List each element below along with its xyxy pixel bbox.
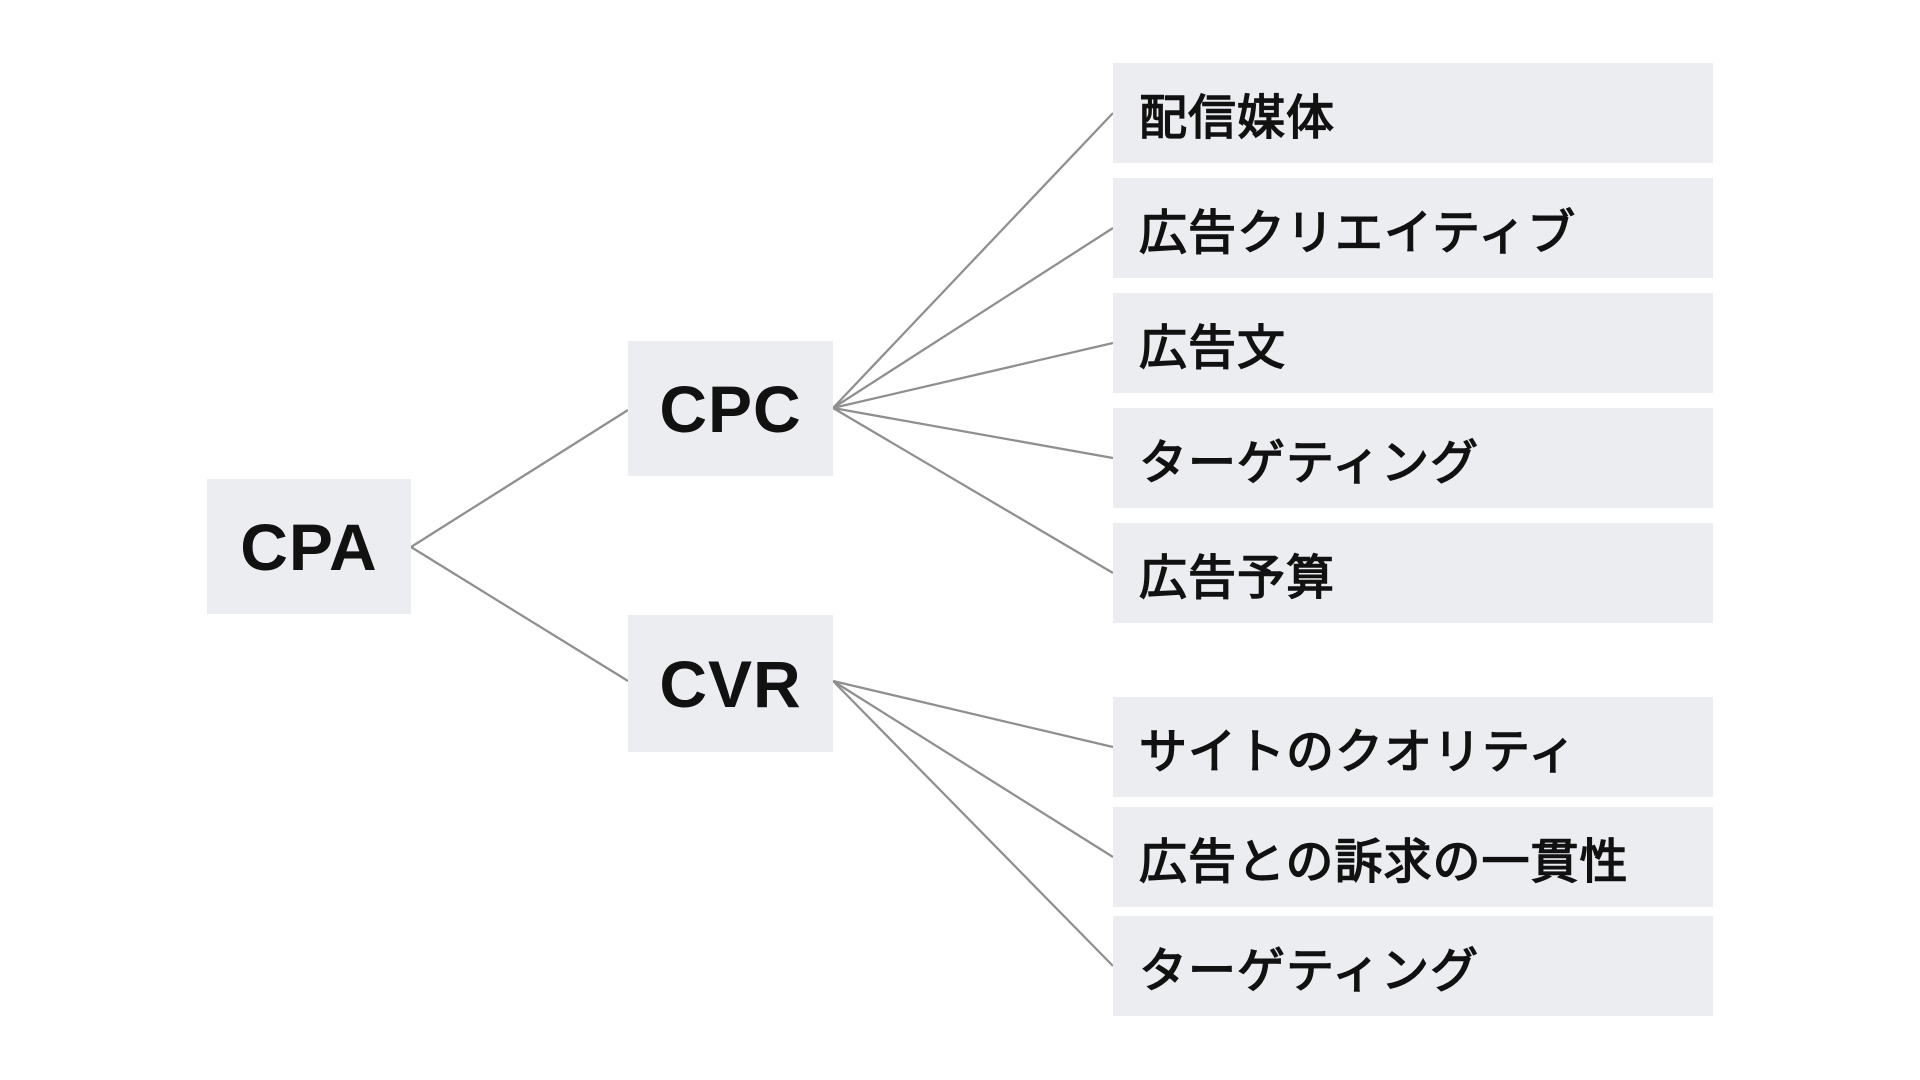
factor-cpc-ad-creative: 広告クリエイティブ [1113, 178, 1713, 278]
factor-cvr-targeting: ターゲティング [1113, 916, 1713, 1016]
factor-cpc-distribution-media: 配信媒体 [1113, 63, 1713, 163]
node-cpc: CPC [628, 341, 833, 476]
node-cpa: CPA [207, 479, 411, 614]
factor-cvr-ad-message-consistency: 広告との訴求の一貫性 [1113, 807, 1713, 907]
factor-cvr-site-quality: サイトのクオリティ [1113, 697, 1713, 797]
node-cvr: CVR [628, 615, 833, 752]
factor-cpc-targeting: ターゲティング [1113, 408, 1713, 508]
factor-cpc-ad-copy: 広告文 [1113, 293, 1713, 393]
factor-cpc-ad-budget: 広告予算 [1113, 523, 1713, 623]
